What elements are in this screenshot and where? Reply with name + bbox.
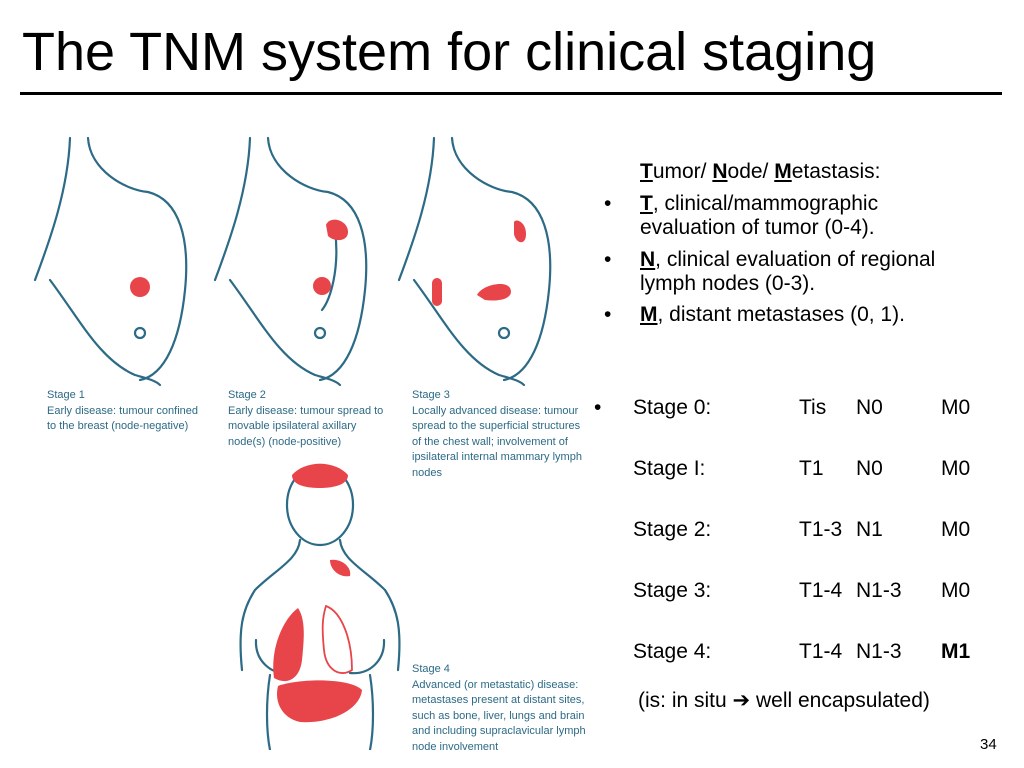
stage4-neck-shoulders bbox=[239, 538, 401, 672]
stage1-body-outline bbox=[86, 136, 188, 382]
stage3-tumour bbox=[477, 284, 511, 301]
stage3-node bbox=[514, 220, 526, 243]
stage1-nipple bbox=[133, 326, 147, 340]
stage4-caption: Stage 4 Advanced (or metastatic) disease… bbox=[412, 663, 586, 753]
right-arrow-icon: ➔ bbox=[732, 689, 751, 712]
stage4-liver bbox=[276, 680, 362, 723]
stage2-lymph-line bbox=[320, 228, 338, 312]
stage2-arm-outline bbox=[213, 136, 252, 282]
stage3-caption: Stage 3 Locally advanced disease: tumour… bbox=[412, 389, 582, 479]
stage3-chest-wall bbox=[432, 278, 442, 306]
stage3-nipple bbox=[497, 326, 511, 340]
stage1-breast-outline bbox=[48, 278, 162, 387]
in-situ-note: (is: in situ ➔ well encapsulated) bbox=[638, 689, 930, 712]
stage3-arm-outline bbox=[397, 136, 436, 282]
stage2-body-outline bbox=[266, 136, 368, 382]
stage4-waist bbox=[265, 673, 375, 750]
staging-illustration bbox=[33, 136, 552, 750]
stage1-arm-outline bbox=[33, 136, 72, 282]
stage2-tumour bbox=[326, 219, 348, 241]
stage4-right-lung bbox=[321, 604, 353, 674]
tnm-intro: Tumor/ Node/ Metastasis: bbox=[640, 160, 881, 183]
title-underline bbox=[20, 92, 1002, 95]
stage1-tumour bbox=[130, 277, 150, 297]
page-number: 34 bbox=[980, 736, 997, 753]
stage2-breast-outline bbox=[228, 278, 342, 387]
stage4-bone-metastasis bbox=[330, 559, 351, 577]
stage3-body-outline bbox=[450, 136, 552, 382]
stage2-node bbox=[313, 277, 331, 295]
stage4-left-lung bbox=[273, 608, 304, 682]
slide-title: The TNM system for clinical staging bbox=[22, 22, 877, 82]
stage1-caption: Stage 1 Early disease: tumour confined t… bbox=[47, 389, 199, 432]
stage2-caption: Stage 2 Early disease: tumour spread to … bbox=[228, 389, 384, 448]
stage4-brain-metastasis bbox=[292, 463, 348, 488]
stage4-right-breast bbox=[348, 638, 386, 675]
stage2-nipple bbox=[313, 326, 327, 340]
stage3-breast-outline bbox=[412, 278, 526, 387]
